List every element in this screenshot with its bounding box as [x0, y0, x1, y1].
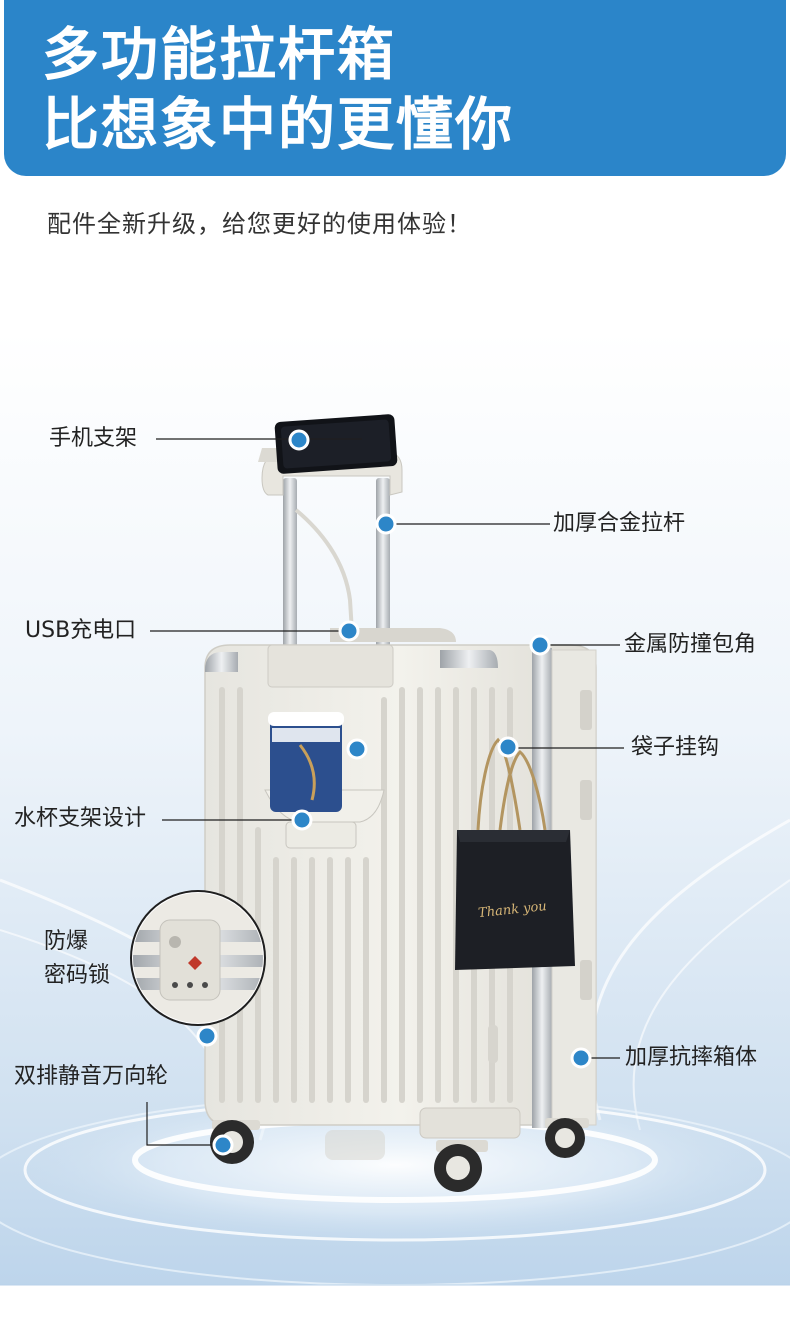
label-metal-corner: 金属防撞包角 — [624, 632, 757, 657]
cup-dot-2 — [291, 809, 313, 831]
label-phone-holder: 手机支架 — [49, 426, 138, 451]
label-lock-line-2: 密码锁 — [44, 963, 111, 988]
label-usb-port: USB充电口 — [25, 618, 137, 643]
lock-dot — [196, 1025, 218, 1047]
label-thick-body: 加厚抗摔箱体 — [625, 1045, 758, 1070]
subtitle: 配件全新升级，给您更好的使用体验！ — [47, 210, 472, 238]
body-dot — [570, 1047, 592, 1069]
phone-holder-dot — [288, 429, 310, 451]
wheel-dot — [212, 1134, 234, 1156]
headline-line-2: 比想象中的更懂你 — [42, 92, 514, 158]
hook-dot — [497, 736, 519, 758]
corner-dot — [529, 634, 551, 656]
label-wheels: 双排静音万向轮 — [14, 1064, 169, 1089]
headline-line-1: 多功能拉杆箱 — [42, 22, 396, 88]
label-lock-line-1: 防爆 — [44, 929, 89, 954]
label-alloy-handle: 加厚合金拉杆 — [553, 511, 686, 536]
cup-dot-1 — [346, 738, 368, 760]
handle-dot — [375, 513, 397, 535]
label-cup-holder: 水杯支架设计 — [14, 806, 147, 831]
header-banner: 多功能拉杆箱 比想象中的更懂你 — [4, 0, 786, 176]
label-bag-hook: 袋子挂钩 — [631, 735, 720, 760]
usb-dot — [338, 620, 360, 642]
